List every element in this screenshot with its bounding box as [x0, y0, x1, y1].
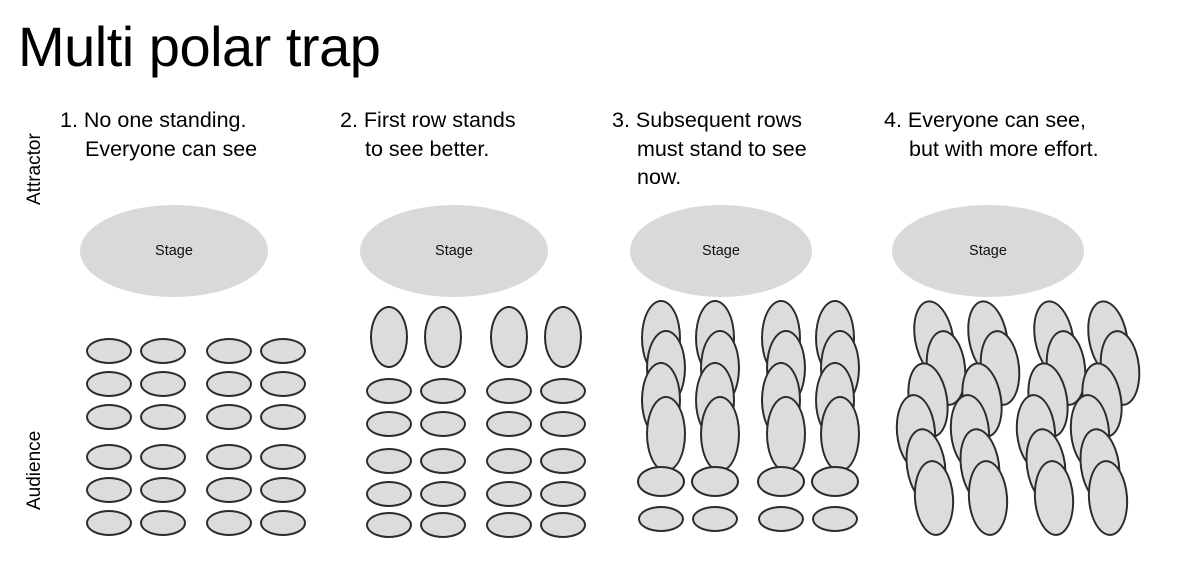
panel-2: 2. First row stands to see better. Stage — [328, 0, 613, 587]
seated-person — [420, 378, 466, 404]
audience-4 — [872, 0, 1157, 587]
seated-person — [86, 404, 132, 430]
seated-person — [206, 404, 252, 430]
stage-2-label: Stage — [435, 243, 473, 259]
panel-2-caption: 2. First row stands to see better. — [340, 106, 608, 163]
seated-person — [486, 411, 532, 437]
seated-person — [260, 338, 306, 364]
panel-3-caption-line-3: now. — [637, 165, 682, 190]
stage-2: Stage — [360, 205, 548, 297]
seated-person — [260, 371, 306, 397]
seated-person — [140, 338, 186, 364]
panel-4-caption-line-2: but with more effort. — [909, 136, 1099, 161]
seated-person — [540, 481, 586, 507]
audience-1 — [48, 0, 333, 587]
standing-person — [700, 396, 740, 472]
seated-person — [140, 477, 186, 503]
seated-person — [540, 411, 586, 437]
stage-4: Stage — [892, 205, 1084, 297]
seated-person — [366, 411, 412, 437]
seated-person — [86, 338, 132, 364]
panel-2-caption-line-1: 2. First row stands — [340, 108, 516, 132]
panel-1-caption-line-2: Everyone can see — [85, 136, 258, 161]
seated-person — [540, 512, 586, 538]
seated-person — [420, 512, 466, 538]
panel-3-caption-line-2: must stand to see — [637, 136, 807, 161]
seated-person — [206, 510, 252, 536]
audience-3 — [600, 0, 885, 587]
seated-person — [757, 466, 805, 497]
seated-person — [366, 448, 412, 474]
seated-person — [206, 371, 252, 397]
seated-person — [540, 448, 586, 474]
seated-person — [812, 506, 858, 532]
standing-person — [646, 396, 686, 472]
seated-person — [260, 444, 306, 470]
seated-person — [486, 378, 532, 404]
seated-person — [206, 477, 252, 503]
standing-person — [911, 458, 957, 538]
seated-person — [691, 466, 739, 497]
seated-person — [260, 404, 306, 430]
standing-person — [1085, 458, 1131, 538]
panel-3: 3. Subsequent rows must stand to see now… — [600, 0, 885, 587]
page-title: Multi polar trap — [18, 15, 381, 78]
seated-person — [366, 378, 412, 404]
seated-person — [260, 477, 306, 503]
standing-person — [1031, 458, 1077, 538]
seated-person — [692, 506, 738, 532]
seated-person — [486, 481, 532, 507]
seated-person — [758, 506, 804, 532]
stage-3-label: Stage — [702, 243, 740, 259]
seated-person — [86, 371, 132, 397]
seated-person — [86, 477, 132, 503]
panel-2-caption-line-2: to see better. — [365, 136, 490, 161]
seated-person — [638, 506, 684, 532]
panel-3-caption: 3. Subsequent rows must stand to see now… — [612, 106, 880, 192]
standing-person — [820, 396, 860, 472]
seated-person — [206, 338, 252, 364]
seated-person — [366, 512, 412, 538]
seated-person — [140, 404, 186, 430]
standing-person — [965, 458, 1011, 538]
seated-person — [540, 378, 586, 404]
axis-label-attractor: Attractor — [24, 133, 45, 205]
standing-person — [424, 306, 462, 368]
panel-4-caption: 4. Everyone can see, but with more effor… — [884, 106, 1152, 163]
seated-person — [86, 510, 132, 536]
seated-person — [420, 448, 466, 474]
stage-1-label: Stage — [155, 243, 193, 259]
seated-person — [811, 466, 859, 497]
standing-person — [370, 306, 408, 368]
seated-person — [140, 444, 186, 470]
panel-4-caption-line-1: 4. Everyone can see, — [884, 108, 1086, 132]
seated-person — [486, 512, 532, 538]
seated-person — [366, 481, 412, 507]
panel-1-caption: 1. No one standing. Everyone can see — [60, 106, 328, 163]
seated-person — [260, 510, 306, 536]
seated-person — [206, 444, 252, 470]
seated-person — [140, 510, 186, 536]
seated-person — [86, 444, 132, 470]
seated-person — [637, 466, 685, 497]
seated-person — [420, 411, 466, 437]
panel-3-caption-line-1: 3. Subsequent rows — [612, 108, 803, 132]
stage-4-label: Stage — [969, 243, 1007, 259]
panel-1-caption-line-1: 1. No one standing. — [60, 108, 247, 132]
panel-1: 1. No one standing. Everyone can see Sta… — [48, 0, 333, 587]
stage-1: Stage — [80, 205, 268, 297]
panel-4: 4. Everyone can see, but with more effor… — [872, 0, 1157, 587]
seated-person — [486, 448, 532, 474]
standing-person — [490, 306, 528, 368]
seated-person — [420, 481, 466, 507]
axis-label-audience: Audience — [24, 430, 45, 510]
standing-person — [766, 396, 806, 472]
seated-person — [140, 371, 186, 397]
standing-person — [544, 306, 582, 368]
audience-2 — [328, 0, 613, 587]
stage-3: Stage — [630, 205, 812, 297]
